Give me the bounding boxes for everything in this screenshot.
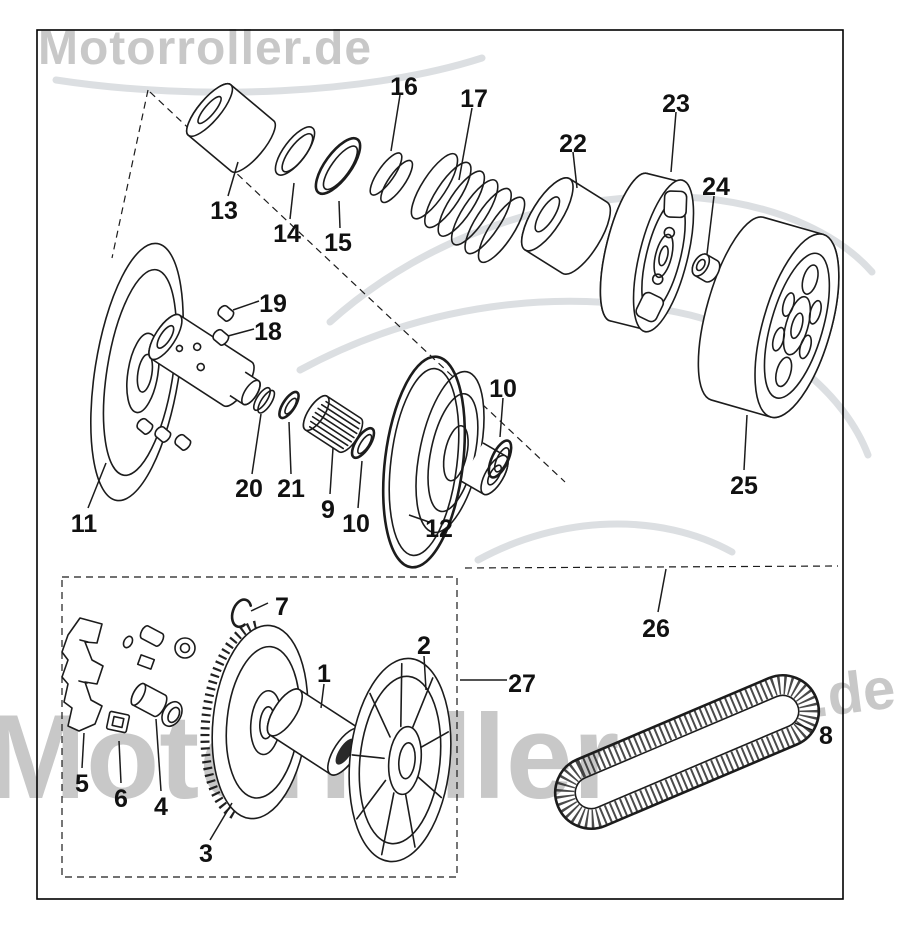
part-label-11: 11 [71,510,98,538]
part-label-25: 25 [730,472,758,500]
part-label-26: 26 [642,615,670,643]
leader-line-21 [288,421,292,475]
part-label-14: 14 [273,220,301,248]
part-13-spacer-bushing [185,82,277,174]
part-5-guide-bracket [61,617,104,732]
part-label-17: 17 [460,85,488,113]
part-25-clutch-bell [697,216,840,419]
leader-line-10 [357,460,363,509]
part-label-22: 22 [559,130,587,158]
construction-guides [61,89,839,878]
leader-line-10 [499,397,504,438]
leader-line-14 [289,182,295,220]
part-14-washer [274,126,316,176]
leader-line-19 [232,300,260,311]
watermark-top: Motorroller.de [38,22,372,75]
part-label-16: 16 [390,73,418,101]
leader-line-16 [390,94,401,152]
part-label-15: 15 [324,229,352,257]
leader-line-18 [227,328,255,337]
part-8-drive-belt [554,674,820,830]
watermark-bottom-right: .de [808,655,899,730]
leader-line-9 [329,447,334,495]
part-9-spline-bushing [302,394,364,453]
leader-line-15 [338,200,341,229]
part-label-6: 6 [114,785,128,813]
part-label-9: 9 [321,496,335,524]
part-label-13: 13 [210,197,238,225]
part-21-washer [278,390,300,420]
leader-line-26 [657,568,667,613]
part-label-2: 2 [417,632,431,660]
part-10-ring-inner [350,426,376,460]
part-20-washer [252,386,276,414]
leader-line-12 [408,514,430,523]
part-24-nut [691,253,721,283]
part-label-10: 10 [342,510,370,538]
leader-line-13 [227,161,239,197]
part-4-cup [161,700,183,728]
leader-line-4 [155,718,162,792]
part-label-23: 23 [662,90,690,118]
leader-line-1 [320,683,325,709]
part-7-circlip [230,598,253,629]
leader-line-7 [250,602,269,612]
part-4-roller [130,682,168,718]
part-label-20: 20 [235,475,263,503]
part-15-circlip [314,136,362,196]
part-label-1: 1 [317,660,331,688]
leader-line-24 [706,195,715,255]
part-label-18: 18 [254,318,282,346]
leader-line-6 [118,740,122,784]
leader-line-22 [572,151,578,189]
part-16-shim-rings [369,152,414,204]
part-17-spring [410,152,526,264]
drive-shaft [148,313,261,408]
part-6-slider-nut [105,710,131,734]
part-label-21: 21 [277,475,305,503]
part-12-pulley-ring [381,355,467,569]
part-10-ring-outer [487,439,513,479]
leader-line-5 [81,732,85,769]
leader-line-17 [458,107,473,181]
small-parts [122,625,196,670]
leader-line-25 [743,414,748,471]
leader-line-3 [209,802,233,841]
leader-line-2 [423,655,427,691]
leader-line-23 [670,111,677,173]
part-label-5: 5 [75,770,89,798]
part-2-fan-pulley [348,657,452,863]
part-label-12: 12 [425,515,453,543]
leader-line-11 [87,462,107,509]
leader-line-20 [251,413,262,475]
part-label-4: 4 [154,793,168,821]
leader-line-8 [794,722,813,731]
part-label-8: 8 [819,722,833,750]
part-label-3: 3 [199,840,213,868]
part-label-7: 7 [275,593,289,621]
part-22-clutch-hub [520,177,612,275]
part-label-24: 24 [702,173,730,201]
frame-border [36,29,844,900]
part-label-27: 27 [508,670,536,698]
part-23-clutch-assembly [599,172,695,333]
part-label-10: 10 [489,375,517,403]
part-label-19: 19 [259,290,287,318]
stud-bolts [136,304,235,451]
